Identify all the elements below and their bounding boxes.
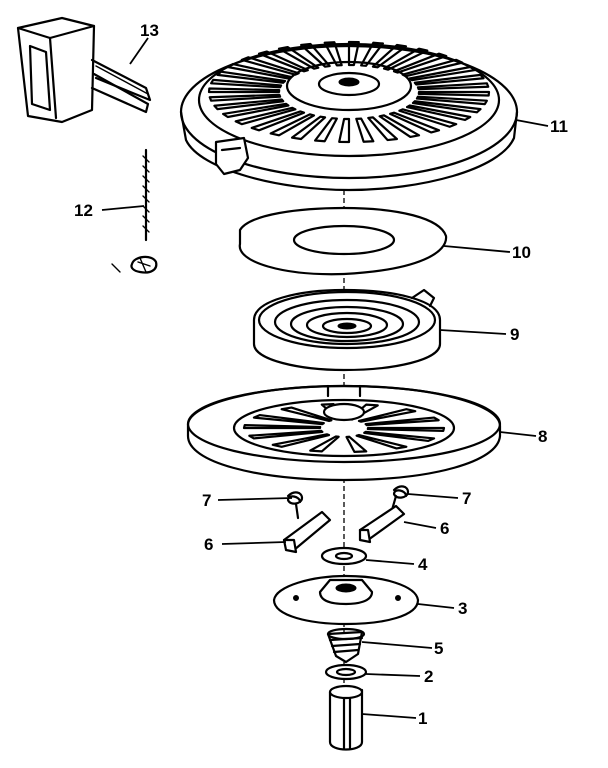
- vane: [300, 42, 331, 68]
- part-6-pawl-left: [282, 510, 332, 554]
- vane: [242, 424, 322, 430]
- vane: [417, 90, 491, 97]
- vane: [210, 78, 283, 89]
- label-part-7-right: 7: [462, 489, 471, 508]
- vane: [398, 108, 458, 128]
- vane: [207, 87, 281, 94]
- vane: [392, 52, 448, 74]
- label-part-3: 3: [458, 599, 467, 618]
- label-part-12: 12: [74, 201, 93, 220]
- vane: [345, 435, 368, 453]
- part-5-brake-spring: [326, 627, 366, 664]
- vane: [367, 116, 398, 142]
- vane: [277, 45, 320, 70]
- vane: [347, 40, 360, 67]
- part-10-friction-plate: [238, 206, 448, 276]
- vane: [364, 416, 440, 427]
- vane: [378, 114, 421, 139]
- vane: [363, 430, 436, 443]
- label-part-13: 13: [140, 21, 159, 40]
- vane: [290, 115, 327, 141]
- vane: [271, 433, 331, 448]
- vane: [338, 117, 351, 144]
- vane: [401, 58, 464, 78]
- label-part-9: 9: [510, 325, 519, 344]
- vane: [309, 435, 340, 453]
- vane: [416, 82, 490, 91]
- vane: [413, 73, 485, 86]
- vane: [415, 95, 488, 106]
- label-part-4: 4: [418, 555, 428, 574]
- vane: [389, 111, 441, 134]
- vane: [216, 70, 287, 84]
- vane: [314, 117, 338, 143]
- label-part-11: 11: [550, 117, 568, 136]
- vane: [252, 413, 325, 426]
- vane: [222, 102, 290, 119]
- vane: [234, 106, 297, 126]
- label-part-2: 2: [424, 667, 433, 686]
- vane: [408, 65, 476, 82]
- vane: [280, 406, 333, 423]
- callout-leaders: [101, 37, 549, 719]
- part-4-washer: [320, 546, 368, 566]
- vane: [208, 93, 282, 102]
- vane: [366, 426, 446, 432]
- vane: [250, 110, 306, 132]
- label-part-5: 5: [434, 639, 443, 658]
- part-9-recoil-spring: [252, 288, 442, 372]
- part-6-pawl-right: [358, 504, 406, 544]
- vane: [355, 117, 375, 143]
- vane: [357, 408, 417, 423]
- vane: [257, 50, 309, 73]
- vane: [213, 98, 285, 111]
- part-8-rope-pulley: [186, 384, 502, 482]
- vane: [360, 41, 384, 67]
- label-part-10: 10: [512, 243, 531, 262]
- part-1-center-pin: [328, 684, 364, 751]
- part-2-washer: [324, 663, 368, 681]
- vane: [382, 47, 429, 71]
- part-12-starter-rope: [111, 148, 158, 274]
- vane: [240, 56, 300, 76]
- vane: [269, 113, 316, 137]
- part-11-starter-housing: [179, 40, 519, 192]
- vane: [411, 100, 482, 114]
- part-3-pawl-retainer: [272, 574, 420, 626]
- vane: [226, 62, 293, 80]
- label-part-1: 1: [418, 709, 427, 728]
- part-13-starter-handle: [16, 16, 152, 124]
- label-part-6-left: 6: [204, 535, 213, 554]
- vane: [323, 41, 343, 67]
- vane: [355, 433, 408, 450]
- label-part-6-right: 6: [440, 519, 449, 538]
- vane: [248, 429, 324, 440]
- label-part-8: 8: [538, 427, 547, 446]
- label-part-7-left: 7: [202, 491, 211, 510]
- vane: [371, 43, 408, 69]
- part-7-pawl-spring-left: [286, 491, 304, 520]
- vane: [405, 104, 472, 122]
